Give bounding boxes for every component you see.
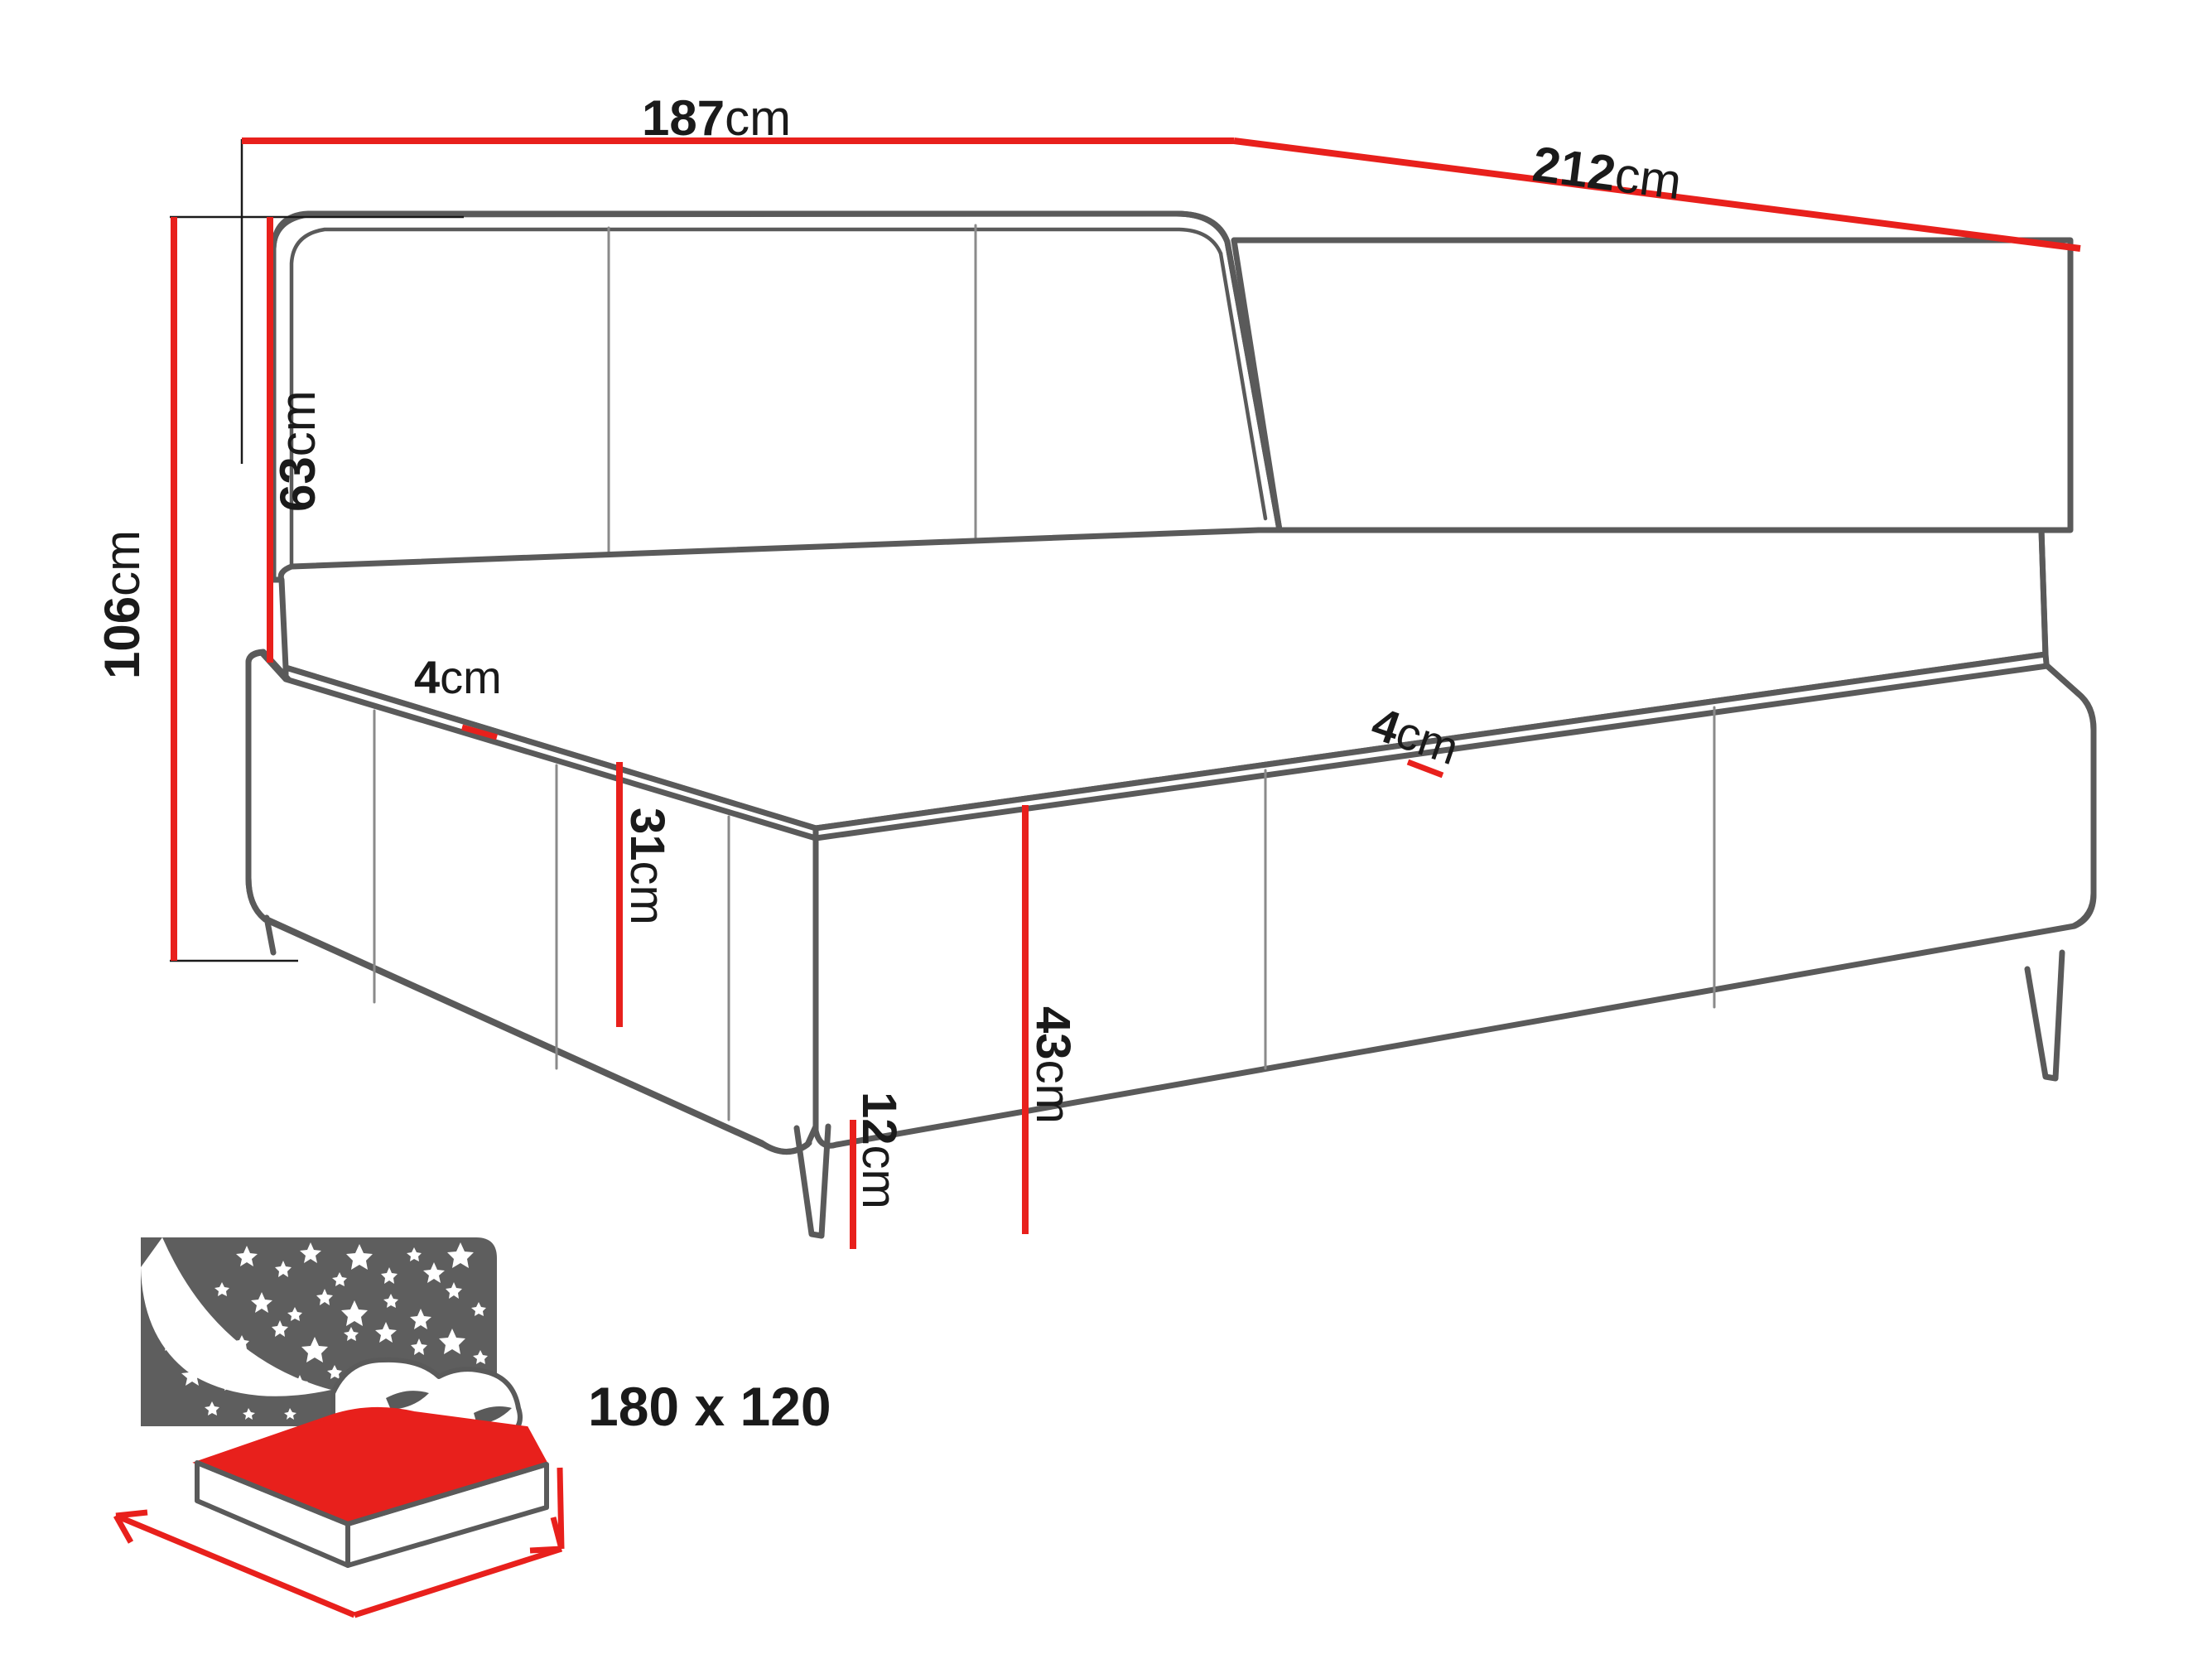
dimension-label-63: 63cm (270, 390, 325, 512)
dimension-label-31: 31cm (620, 808, 674, 925)
dimension-value-4cm-front: 4 (414, 651, 441, 703)
mattress-block (192, 1406, 549, 1568)
headboard-top-edge (270, 210, 1231, 252)
dimension-unit-106: cm (94, 529, 150, 596)
dimension-unit-31: cm (620, 861, 674, 925)
dimension-label-12: 12cm (852, 1092, 906, 1209)
dimension-unit-4cm-front: cm (440, 651, 502, 703)
dimension-value-212: 212 (1529, 136, 1619, 202)
leg-right-rear (2024, 949, 2065, 1082)
dimension-unit-63: cm (270, 390, 325, 457)
headboard-right-edge-inner (1218, 251, 1268, 521)
dimension-label-106: 106cm (94, 530, 150, 679)
dimension-unit-43: cm (1026, 1059, 1080, 1124)
base-right-contour (2044, 663, 2097, 929)
dimension-unit-212: cm (1612, 146, 1685, 210)
dimension-value-43: 43 (1026, 1006, 1080, 1060)
crescent-moon (141, 1237, 331, 1396)
dimension-unit-187: cm (725, 90, 792, 146)
dimension-label-4cm-front: 4cm (414, 654, 502, 701)
mattress-dimension-arrows (113, 1467, 565, 1618)
dim-tick-4cm-left (461, 724, 498, 740)
dimension-value-31: 31 (620, 808, 674, 861)
headboard-top-inner-edge (289, 227, 1223, 582)
dimension-value-12: 12 (852, 1092, 906, 1145)
leg-front-center (793, 1123, 831, 1239)
mattress-size-label: 180 x 120 (588, 1376, 831, 1437)
headboard-right-edge (1224, 239, 1283, 533)
dimension-unit-12: cm (852, 1145, 906, 1209)
dimension-label-187: 187cm (642, 94, 791, 143)
mattress-back-right-edge (1255, 527, 2049, 662)
dimension-label-43: 43cm (1026, 1006, 1080, 1124)
leg-left-stub (263, 914, 277, 956)
dimension-value-106: 106 (94, 596, 150, 679)
dim-tick-4cm-right (1406, 759, 1444, 779)
dimension-value-187: 187 (642, 90, 725, 146)
dimension-value-63: 63 (270, 456, 325, 512)
dim-line-212 (1233, 137, 2081, 252)
